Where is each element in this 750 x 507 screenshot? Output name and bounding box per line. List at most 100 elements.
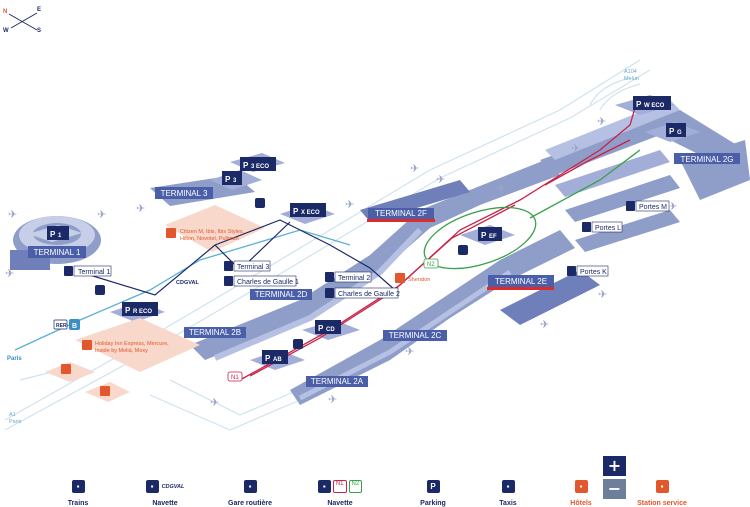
fuel-station-icon[interactable] — [61, 364, 71, 374]
svg-text:P: P — [636, 100, 642, 109]
terminal-2e-label[interactable]: TERMINAL 2E — [488, 275, 554, 287]
legend-station-service[interactable]: ▪ Station service — [617, 480, 707, 507]
airplane-icon: ✈ — [496, 183, 505, 195]
hotels[interactable]: Citizen M, Ibis, Ibis Styles, Hilton, No… — [82, 228, 430, 354]
terminal-2e-text: TERMINAL 2E — [495, 277, 547, 286]
station-portes-m[interactable]: Portes M — [626, 200, 670, 212]
terminal-2a-text: TERMINAL 2A — [311, 377, 364, 386]
svg-text:P: P — [669, 127, 675, 136]
terminal-2c-text: TERMINAL 2C — [389, 331, 442, 340]
hotel-group-1[interactable]: Citizen M, Ibis, Ibis Styles, Hilton, No… — [166, 228, 245, 242]
station-cdg-1-label: Charles de Gaulle 1 — [237, 279, 299, 286]
station-terminal-1[interactable]: Terminal 1 — [64, 265, 112, 277]
compass-n: N — [3, 9, 7, 15]
parking-p1-label: 1 — [58, 233, 62, 239]
station-cdg-1[interactable]: Charles de Gaulle 1 — [224, 275, 299, 287]
airplane-icon: ✈ — [436, 174, 445, 186]
station-portes-m-label: Portes M — [639, 204, 667, 211]
fuel-station-icon[interactable] — [100, 386, 110, 396]
svg-text:P: P — [243, 161, 249, 170]
station-terminal-3[interactable]: Terminal 3 — [224, 260, 271, 272]
bus-icon: ▪ — [243, 480, 257, 493]
airplane-icon: ✈ — [597, 116, 606, 128]
legend-trains[interactable]: ▪ Trains — [33, 480, 123, 507]
rer-b-station[interactable]: RER B — [53, 319, 80, 330]
terminal-3-label[interactable]: TERMINAL 3 — [155, 187, 213, 199]
taxi-icon: ▪ — [501, 480, 515, 493]
legend-gare-routiere[interactable]: ▪ Gare routière — [205, 480, 295, 507]
zoom-out-button[interactable]: − — [603, 479, 626, 499]
legend-navette-n1-n2[interactable]: ▪ N1 N2 Navette — [295, 480, 385, 507]
legend-parking[interactable]: P Parking — [388, 480, 478, 507]
legend-navette1-label: Navette — [152, 500, 178, 507]
zoom-in-button[interactable]: + — [603, 456, 626, 476]
terminal-2d-text: TERMINAL 2D — [255, 290, 308, 299]
terminal-2g-text: TERMINAL 2G — [680, 155, 733, 164]
hotel-icon: ▪ — [574, 480, 588, 493]
hotel-group-2[interactable]: Holiday Inn Express, Mercure, Inside by … — [82, 340, 169, 354]
parking-preco-label: R ECO — [133, 309, 152, 315]
airplane-icon: ✈ — [410, 163, 419, 175]
compass-w: W — [3, 28, 9, 34]
svg-text:P: P — [225, 175, 231, 184]
terminal-1-label[interactable]: TERMINAL 1 — [28, 246, 86, 258]
train-icon: ▪ — [71, 480, 85, 493]
legend-n1-badge: N1 — [332, 480, 347, 493]
station-portes-k[interactable]: Portes K — [567, 265, 609, 277]
shuttle-icon: ▪ — [145, 480, 159, 493]
parking-p3eco-label: 3 ECO — [251, 164, 269, 170]
terminal-2c-label[interactable]: TERMINAL 2C — [383, 330, 447, 341]
legend-trains-label: Trains — [67, 500, 89, 507]
terminal-1-text: TERMINAL 1 — [34, 248, 81, 257]
legend-taxis[interactable]: ▪ Taxis — [463, 480, 553, 507]
terminal-labels[interactable]: TERMINAL 1 TERMINAL 3 TERMINAL 2F TERMIN… — [28, 153, 740, 387]
stations[interactable]: Terminal 1 Terminal 3 Charles de Gaulle … — [64, 200, 670, 299]
legend-cdgval-text: CDGVAL — [161, 483, 185, 490]
road-n2-label: N2 — [427, 262, 435, 268]
svg-text:P: P — [481, 231, 487, 240]
terminal-2f-label[interactable]: TERMINAL 2F — [368, 208, 434, 219]
hotel-sheraton[interactable]: Sheraton — [395, 273, 430, 283]
legend-navette-cdgval[interactable]: ▪ CDGVAL Navette — [120, 480, 210, 507]
hotel-icon — [395, 273, 405, 283]
airplane-icon: ✈ — [405, 346, 414, 358]
terminal-2b-label[interactable]: TERMINAL 2B — [184, 327, 246, 338]
station-cdg-2-label: Charles de Gaulle 2 — [338, 291, 400, 298]
legend-taxis-label: Taxis — [499, 500, 517, 507]
hotel-1-line1: Citizen M, Ibis, Ibis Styles, — [180, 229, 245, 235]
parking-pab-label: AB — [273, 357, 282, 363]
rer-label: RER — [56, 323, 67, 329]
airplane-icon: ✈ — [540, 319, 549, 331]
airplane-icon: ✈ — [328, 394, 337, 406]
station-portes-k-label: Portes K — [580, 269, 607, 276]
compass: N E W S — [3, 7, 41, 34]
bus-stop-icon — [95, 285, 105, 295]
shuttle-bus-icon: ▪ — [317, 480, 331, 493]
terminal-3-text: TERMINAL 3 — [161, 189, 208, 198]
terminal-2a-label[interactable]: TERMINAL 2A — [306, 376, 368, 387]
station-portes-l[interactable]: Portes L — [582, 221, 623, 233]
shuttle-n2-line — [423, 149, 641, 270]
compass-e: E — [37, 7, 41, 13]
station-portes-l-label: Portes L — [595, 225, 621, 232]
legend-hotels[interactable]: ▪ Hôtels — [536, 480, 626, 507]
station-cdg-2[interactable]: Charles de Gaulle 2 — [325, 287, 400, 299]
station-terminal-2-label: Terminal 2 — [338, 275, 370, 282]
terminal-2d-label[interactable]: TERMINAL 2D — [250, 289, 312, 300]
station-terminal-2[interactable]: Terminal 2 — [325, 271, 372, 283]
hotel-1-line2: Hilton, Novotel, Pullman — [180, 236, 239, 242]
terminal-2g-label[interactable]: TERMINAL 2G — [674, 153, 740, 164]
airplane-icon: ✈ — [5, 268, 14, 280]
